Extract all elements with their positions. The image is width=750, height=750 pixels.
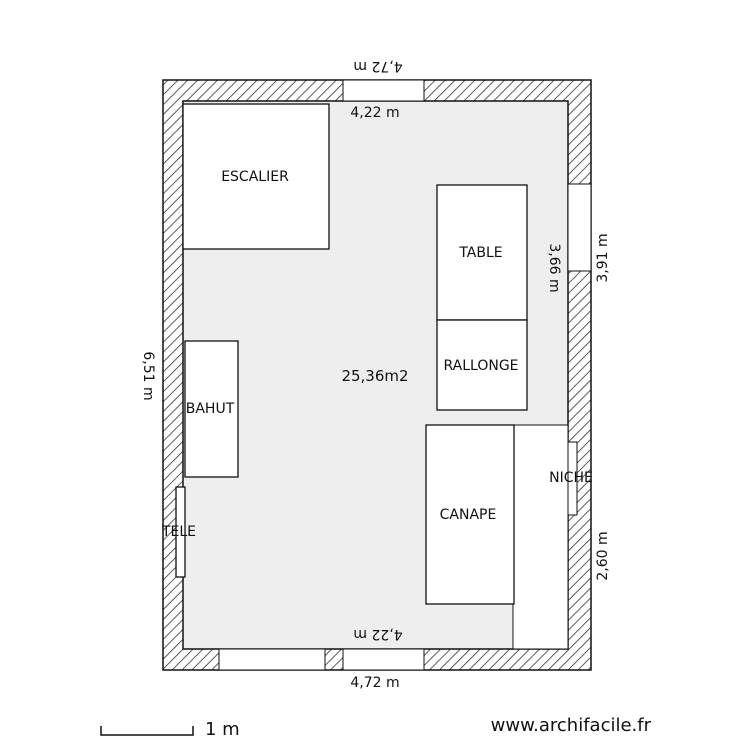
escalier-label: ESCALIER <box>221 169 289 185</box>
scale-label: 1 m <box>205 719 240 740</box>
dim-right-outer-lower: 2,60 m <box>595 531 611 580</box>
escalier-block <box>182 103 330 250</box>
tele-block <box>175 486 186 578</box>
table-label: TABLE <box>458 245 502 261</box>
niche-edge <box>567 441 578 516</box>
tele-label: TELE <box>161 524 196 540</box>
window-right <box>567 183 592 272</box>
dim-right-inner-upper: 3,66 m <box>546 243 562 292</box>
niche-label: NICHE <box>549 470 593 486</box>
room-area: 25,36m2 <box>341 367 408 385</box>
dim-top-outer: 4,72 m <box>353 58 402 74</box>
canape-label: CANAPE <box>440 507 497 523</box>
scale-bar <box>100 726 194 736</box>
door-bottom-left <box>218 648 326 671</box>
site-label: www.archifacile.fr <box>491 715 652 736</box>
table-block <box>436 184 528 321</box>
door-bottom-right <box>342 648 425 671</box>
dim-left-outer: 6,51 m <box>140 351 156 400</box>
dim-right-outer-upper: 3,91 m <box>595 233 611 282</box>
dim-bottom-outer: 4,72 m <box>350 675 399 691</box>
dim-top-inner: 4,22 m <box>350 105 399 121</box>
niche-area <box>512 424 569 650</box>
dim-bottom-inner: 4,22 m <box>353 626 402 642</box>
window-top <box>342 79 425 102</box>
bahut-label: BAHUT <box>186 401 235 417</box>
rallonge-label: RALLONGE <box>443 358 518 374</box>
canape-block <box>425 424 515 605</box>
rallonge-block <box>436 319 528 411</box>
bahut-block <box>184 340 239 478</box>
